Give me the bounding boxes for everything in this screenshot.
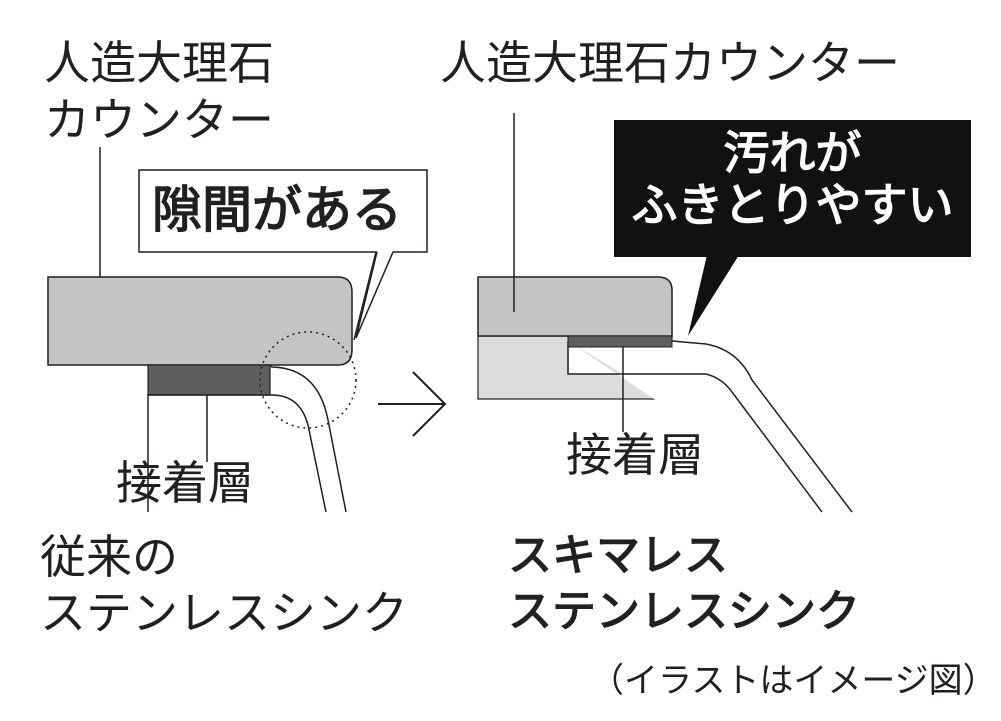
right-sink-profile <box>567 340 853 513</box>
left-callout-text: 隙間がある <box>152 181 402 239</box>
right-sink-label-line1: スキマレス <box>508 530 728 581</box>
left-counter-label-line1: 人造大理石 <box>44 36 274 90</box>
right-diagram <box>477 113 971 513</box>
illustration-note: （イラストはイメージ図） <box>590 661 997 701</box>
right-adhesive-layer <box>567 335 673 348</box>
right-callout-box <box>614 120 971 257</box>
left-sink-profile-inner <box>269 364 347 513</box>
right-callout-text: 汚れが ふきとりやすい <box>614 126 971 232</box>
right-sink-label-line2: ステンレスシンク <box>508 586 860 637</box>
left-sink-label-line1: 従来の <box>40 530 178 584</box>
right-callout-line1: 汚れが <box>723 126 862 180</box>
left-sink-profile <box>147 394 327 513</box>
left-counter-slab <box>47 276 353 366</box>
left-counter-label-line2: カウンター <box>44 93 274 147</box>
right-callout-line2: ふきとりやすい <box>631 177 954 232</box>
left-adhesive-label: 接着層 <box>116 456 254 510</box>
right-adhesive-label: 接着層 <box>566 428 704 482</box>
gap-highlight-circle <box>259 331 357 429</box>
right-callout-pointer <box>688 255 739 336</box>
left-callout-pointer-lines <box>355 251 394 339</box>
left-diagram <box>47 147 428 513</box>
right-counter-label: 人造大理石カウンター <box>440 36 900 90</box>
left-sink-label-line2: ステンレスシンク <box>40 586 408 640</box>
transition-arrow <box>378 371 447 437</box>
left-adhesive-layer <box>147 364 271 396</box>
left-callout-box <box>138 169 428 253</box>
right-counter-slab <box>477 276 673 337</box>
